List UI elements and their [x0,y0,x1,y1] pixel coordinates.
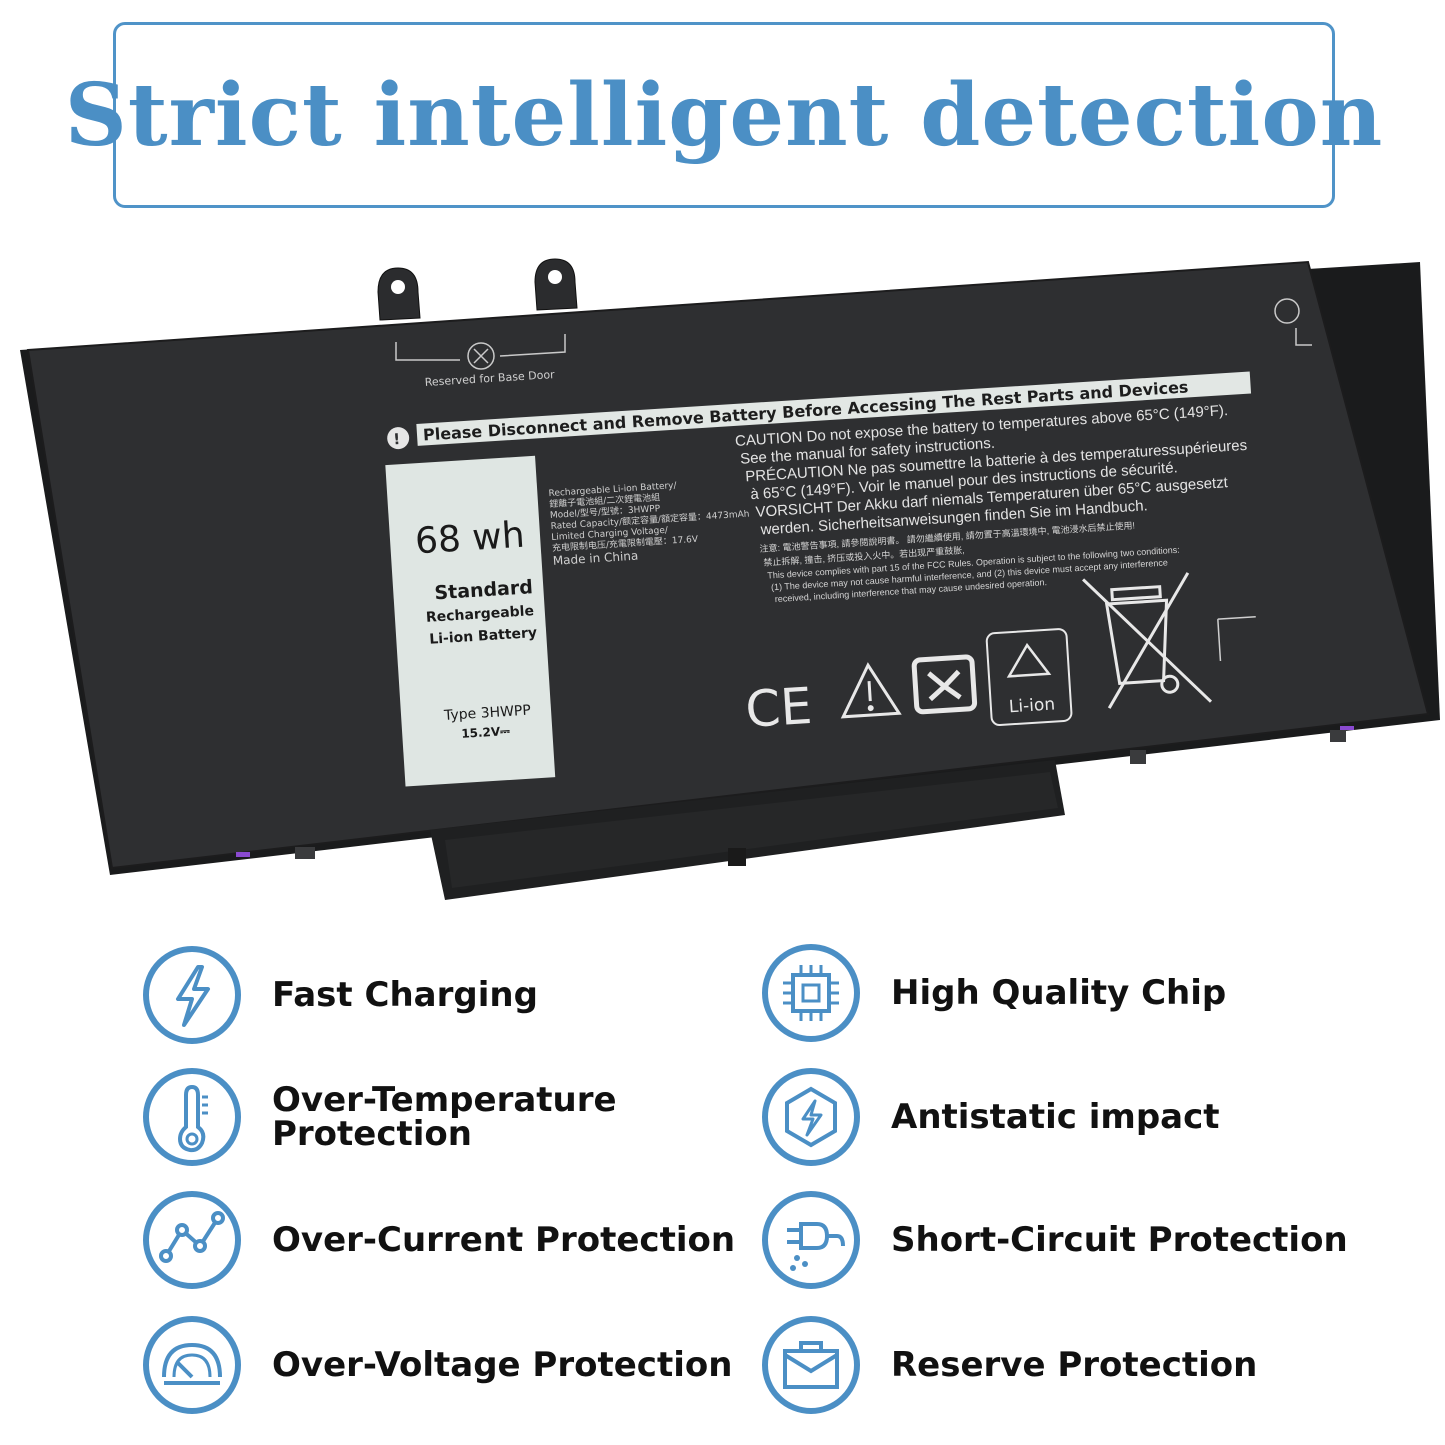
feature-short-circuit: Short-Circuit Protection [761,1190,1348,1290]
weee-bin-icon [1082,572,1213,709]
recycle-arrows-icon [911,654,978,715]
title-banner: Strict intelligent detection [65,22,1382,208]
warning-banner [416,371,1252,446]
feature-over-current: Over-Current Protection [142,1190,735,1290]
ce-mark: CE [744,677,814,739]
feature-reserve: Reserve Protection [761,1315,1257,1415]
battery-body [26,260,1430,870]
li-ion-recycle-icon: Li-ion [985,628,1073,726]
briefcase-icon [762,1316,860,1414]
feature-label: Fast Charging [272,975,538,1015]
current-graph-icon [143,1191,241,1289]
feature-antistatic: Antistatic impact [761,1067,1220,1167]
reserved-marker [395,334,566,370]
svg-text:!: ! [393,430,401,448]
feature-label: Reserve Protection [891,1345,1258,1385]
svg-text:Made in China: Made in China [552,549,638,568]
label-line2: Rechargeable [425,603,534,626]
battery-connector [430,760,1065,900]
feature-label: High Quality Chip [891,973,1227,1013]
feature-over-temperature: Over-Temperature Protection [142,1067,617,1167]
battery-voltage: 15.2V⎓ [461,724,511,741]
label-panel [385,455,556,787]
svg-text:Li-ion: Li-ion [1008,694,1055,717]
battery-clips [295,730,1346,859]
page-title: Strict intelligent detection [64,64,1384,166]
caution-triangle-icon [840,662,902,719]
battery-capacity: 68 wh [414,515,526,563]
feature-label: Over-Voltage Protection [272,1345,733,1385]
feature-fast-charging: Fast Charging [142,945,538,1045]
shield-bolt-icon [762,1068,860,1166]
label-line3: Li-ion Battery [429,625,538,648]
battery-image: Reserved for Base Door ! Please Disconne… [20,258,1440,900]
plug-icon [762,1191,860,1289]
feature-over-voltage: Over-Voltage Protection [142,1315,732,1415]
feature-label: Antistatic impact [891,1097,1220,1137]
feature-high-quality-chip: High Quality Chip [761,943,1226,1043]
warning-icon [387,427,410,450]
top-right-recycle-icon [1274,298,1312,346]
gauge-icon [143,1316,241,1414]
feature-label: Short-Circuit Protection [891,1220,1348,1260]
lightning-icon [143,946,241,1044]
feature-label: Over-Temperature Protection [272,1080,617,1154]
battery-type: Type 3HWPP [443,703,532,724]
feature-label: Over-Current Protection [272,1220,736,1260]
chip-icon [762,944,860,1042]
thermometer-icon [143,1068,241,1166]
